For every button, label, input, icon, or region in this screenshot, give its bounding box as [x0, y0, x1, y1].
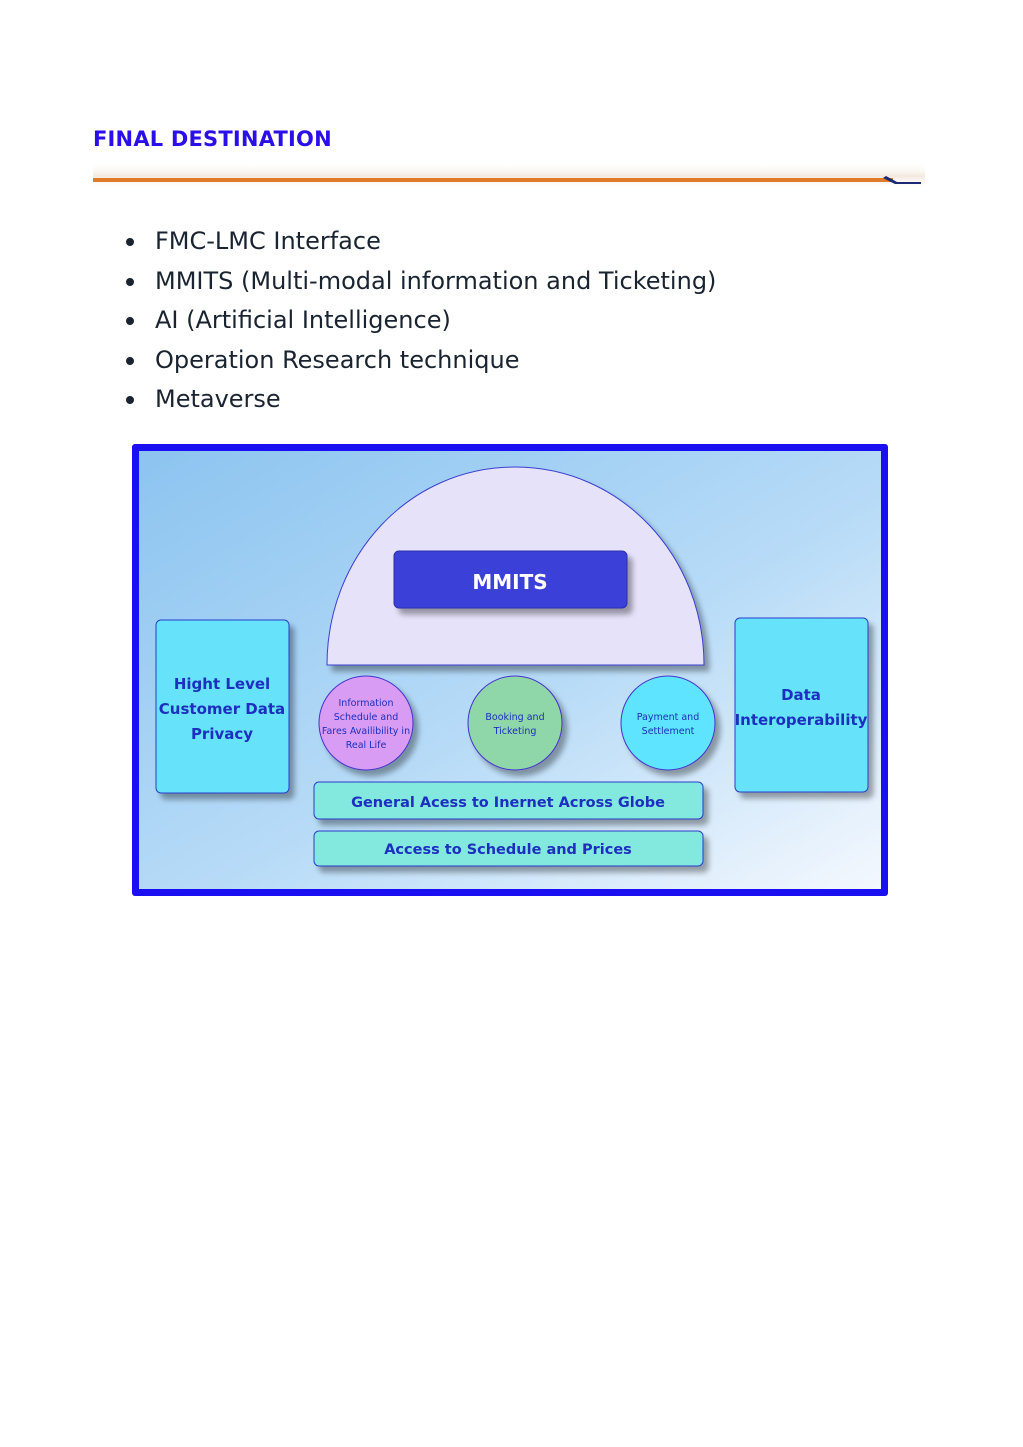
booking-ticketing-line-1: Booking and — [485, 712, 544, 723]
bullet-dot-icon — [126, 238, 134, 246]
privacy-label-line-1: Hight Level — [174, 675, 270, 693]
mmits-title-box — [393, 550, 628, 609]
privacy-label-line-2: Customer Data — [159, 700, 285, 718]
schedule-prices-bar — [313, 830, 704, 867]
bullet-item: Metaverse — [125, 380, 716, 420]
info-schedule-line-3: Fares Availibility in — [322, 726, 410, 737]
bullet-text: Metaverse — [155, 385, 281, 413]
internet-access-label: General Acess to Inernet Across Globe — [351, 795, 665, 811]
bullet-dot-icon — [126, 317, 134, 325]
bullet-dot-icon — [126, 396, 134, 404]
privacy-label-line-3: Privacy — [191, 725, 253, 743]
internet-access-bar — [313, 781, 704, 820]
bullet-item: MMITS (Multi-modal information and Ticke… — [125, 262, 716, 302]
info-schedule-circle — [318, 675, 414, 771]
interoperability-label-line-2: Interoperability — [735, 711, 868, 729]
bullet-text: MMITS (Multi-modal information and Ticke… — [155, 266, 717, 295]
bullet-text: AI (Artificial Intelligence) — [155, 306, 451, 334]
privacy-box — [155, 619, 290, 794]
info-schedule-line-2: Schedule and — [334, 712, 399, 723]
schedule-prices-label: Access to Schedule and Prices — [384, 842, 632, 858]
payment-settlement-line-2: Settlement — [642, 726, 695, 737]
payment-settlement-line-1: Payment and — [637, 712, 699, 723]
payment-settlement-circle — [620, 675, 716, 771]
bullet-dot-icon — [126, 277, 134, 286]
bullet-text: Operation Research technique — [155, 345, 520, 374]
booking-ticketing-line-2: Ticketing — [493, 726, 537, 737]
bullet-item: FMC-LMC Interface — [125, 222, 716, 262]
interoperability-box — [734, 617, 869, 793]
interoperability-label-line-1: Data — [781, 686, 821, 704]
heading-divider — [93, 162, 925, 190]
bullet-list: FMC-LMC Interface MMITS (Multi-modal inf… — [125, 222, 716, 420]
booking-ticketing-circle — [467, 675, 563, 771]
mmits-diagram: MMITS Hight Level Customer Data Privacy … — [129, 441, 891, 899]
bullet-item: Operation Research technique — [125, 341, 716, 381]
mmits-title: MMITS — [472, 570, 547, 594]
bullet-text: FMC-LMC Interface — [155, 227, 381, 255]
info-schedule-line-1: Information — [339, 698, 394, 709]
bullet-dot-icon — [126, 356, 134, 365]
section-heading: FINAL DESTINATION — [93, 127, 332, 151]
info-schedule-line-4: Real Life — [346, 740, 387, 751]
bullet-item: AI (Artificial Intelligence) — [125, 301, 716, 341]
